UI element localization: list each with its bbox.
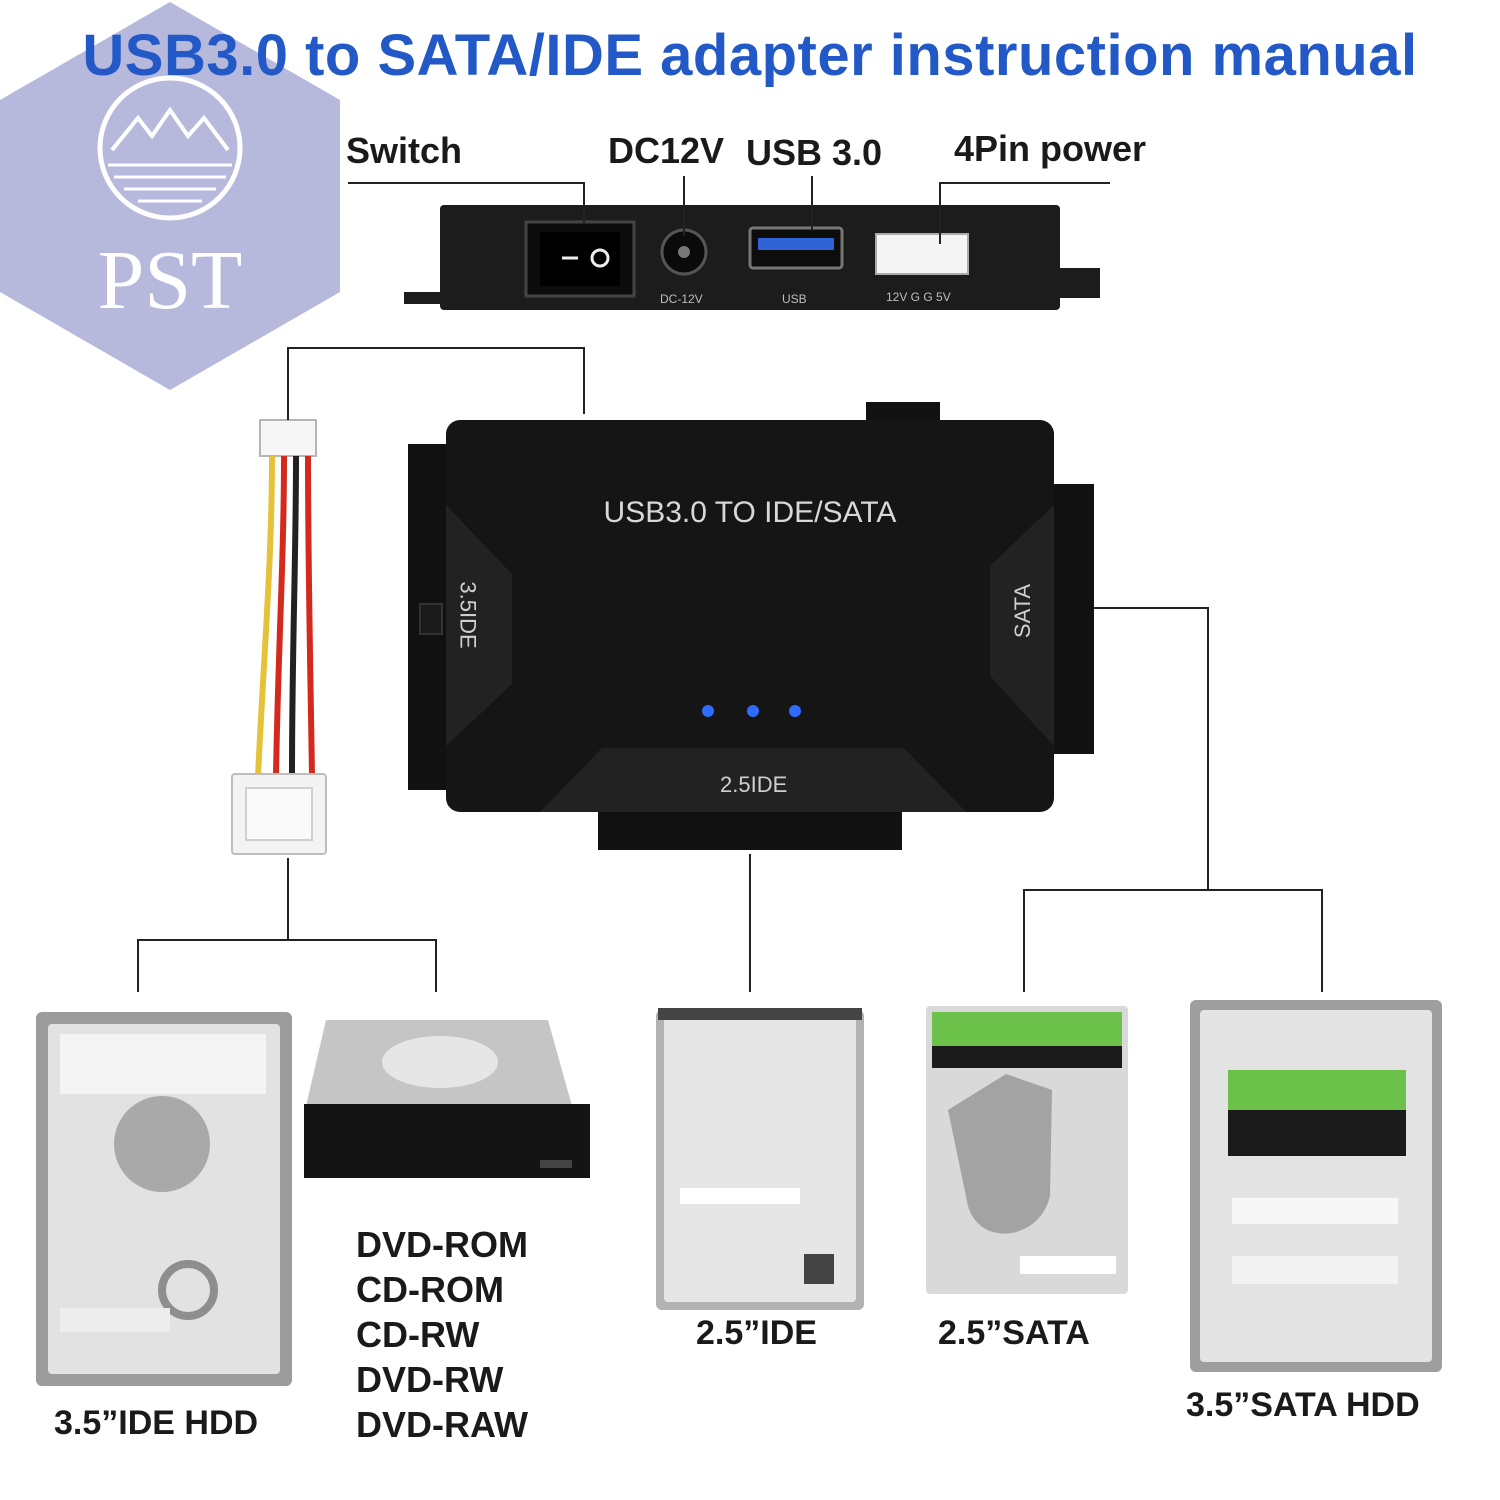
usb-port-caption: USB <box>782 292 807 306</box>
switch-label: Switch <box>346 130 463 171</box>
optical-item: CD-RW <box>356 1314 480 1355</box>
optical-item: DVD-RAW <box>356 1404 528 1445</box>
sata35-hdd-label: 3.5”SATA HDD <box>1186 1386 1420 1424</box>
optical-drive-list: DVD-ROM CD-ROM CD-RW DVD-RW DVD-RAW <box>356 1222 528 1447</box>
4pin-power-label: 4Pin power <box>954 128 1147 169</box>
port-panel <box>404 205 1100 310</box>
ide35-drive-image <box>36 1012 292 1386</box>
sata35-drive-image <box>1190 1000 1442 1372</box>
ide25-drive-image <box>656 1008 864 1310</box>
optical-item: DVD-ROM <box>356 1224 528 1265</box>
connection-leaders <box>137 347 1323 992</box>
optical-item: DVD-RW <box>356 1359 504 1400</box>
power-port-caption: 12V G G 5V <box>886 290 951 304</box>
ide35-hdd-label: 3.5”IDE HDD <box>54 1404 259 1442</box>
adapter-label: USB3.0 TO IDE/SATA <box>603 496 897 529</box>
sata25-drive-image <box>926 1006 1128 1294</box>
dc12v-label: DC12V <box>608 130 725 171</box>
logo-text: PST <box>97 234 243 327</box>
power-cable <box>231 419 327 855</box>
port-25ide-label: 2.5IDE <box>720 772 788 797</box>
port-leaders <box>348 176 1110 244</box>
usb30-label: USB 3.0 <box>746 132 883 173</box>
port-35ide-label: 3.5IDE <box>455 581 481 649</box>
page-title: USB3.0 to SATA/IDE adapter instruction m… <box>82 23 1418 88</box>
optical-item: CD-ROM <box>356 1269 504 1310</box>
dc12v-port-caption: DC-12V <box>660 292 703 306</box>
adapter-body <box>408 402 1094 850</box>
port-sata-label: SATA <box>1010 583 1036 639</box>
ide25-label: 2.5”IDE <box>696 1314 817 1352</box>
pst-logo <box>0 2 340 390</box>
sata25-label: 2.5”SATA <box>938 1314 1090 1352</box>
optical-drive-image <box>304 1020 590 1178</box>
